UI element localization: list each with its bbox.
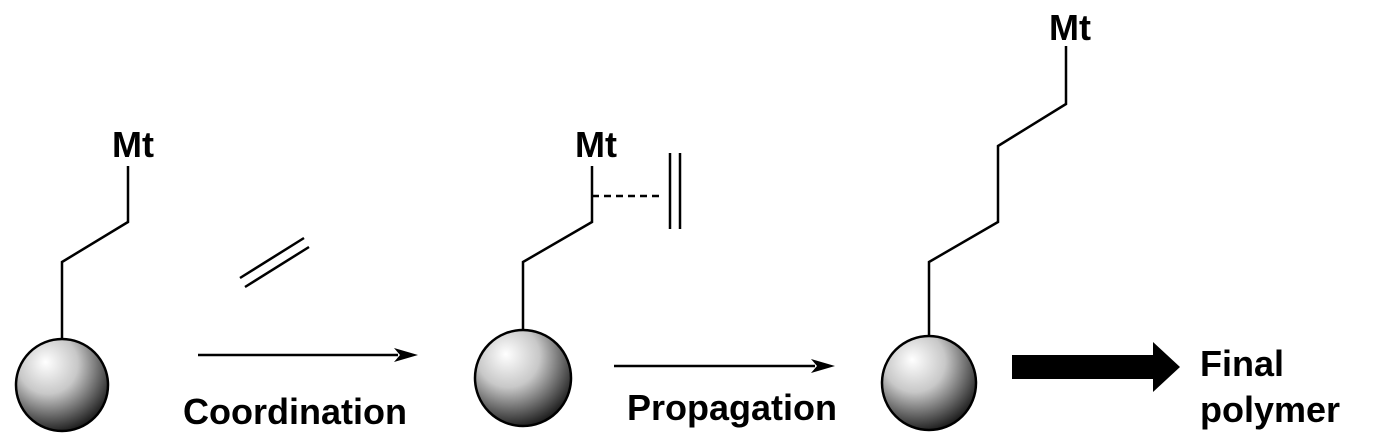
ethylene-double-bond-icon bbox=[668, 153, 682, 229]
final-label-line-2: polymer bbox=[1200, 389, 1340, 430]
sphere-support-icon bbox=[473, 328, 573, 428]
stage-2: Mt bbox=[473, 124, 682, 428]
metal-label-stage-3: Mt bbox=[1049, 7, 1091, 48]
metal-label-stage-1: Mt bbox=[112, 124, 154, 165]
sphere-support-icon bbox=[880, 334, 978, 432]
polymer-chain-stage-3 bbox=[927, 46, 1068, 336]
coordination-arrow: Coordination bbox=[183, 348, 418, 432]
coordination-label: Coordination bbox=[183, 391, 407, 432]
stage-3: Mt bbox=[880, 7, 1091, 432]
final-label-line-1: Final bbox=[1200, 343, 1284, 384]
arrowhead-icon bbox=[811, 359, 835, 373]
propagation-arrow: Propagation bbox=[614, 359, 837, 428]
metal-label-stage-2: Mt bbox=[575, 124, 617, 165]
polymer-chain-stage-1 bbox=[60, 166, 130, 339]
ethylene-double-bond-icon bbox=[239, 236, 310, 289]
block-arrow-icon bbox=[1012, 342, 1180, 392]
propagation-label: Propagation bbox=[627, 387, 837, 428]
arrowhead-icon bbox=[394, 348, 418, 362]
stage-1: Mt bbox=[14, 124, 154, 433]
sphere-support-icon bbox=[14, 337, 110, 433]
polymer-chain-stage-2 bbox=[521, 166, 594, 330]
